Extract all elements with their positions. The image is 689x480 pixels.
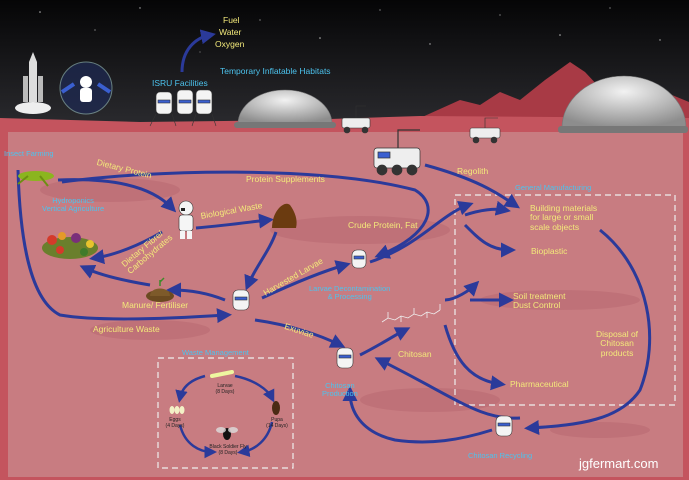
lifecycle-arrows: [175, 374, 275, 459]
label-larvae-processing-line2: & Processing: [327, 292, 372, 302]
habitat-dome-small: [234, 89, 336, 128]
label-soil-treatment: Soil treatment Dust Control: [513, 291, 566, 311]
label-disposal: Disposal of Chitosan products: [596, 329, 639, 358]
label-soil-treatment-line1: Soil treatment: [513, 291, 566, 301]
label-chitosan-recycling: Chitosan Recycling: [468, 451, 533, 460]
label-larvae-processing-line1: Larvae Decontamination: [309, 284, 391, 293]
label-water: Water: [219, 27, 242, 37]
label-building-materials: Building materials for large or small sc…: [530, 203, 598, 232]
label-disposal-line3: products: [600, 347, 634, 358]
label-agriculture-waste: Agriculture Waste: [93, 324, 160, 334]
label-hydroponics: Hydroponics Vertical Agriculture: [42, 196, 105, 214]
label-disposal-line2: Chitosan: [600, 338, 634, 349]
isru-output-arrow: [180, 29, 216, 73]
label-larvae-stage: Larvae (8 Days): [210, 383, 240, 396]
flow-arrows: [16, 163, 652, 444]
label-pupa-stage-days: (14 Days): [266, 422, 288, 429]
lifecycle-icons: [169, 370, 280, 440]
label-soil-treatment-line2: Dust Control: [513, 300, 561, 311]
label-building-materials-line3: scale objects: [530, 221, 580, 232]
label-bioplastic: Bioplastic: [531, 246, 568, 256]
label-larvae-stage-days: (8 Days): [215, 388, 235, 395]
rover-small: [341, 105, 371, 134]
manure-icon: [146, 277, 174, 302]
label-protein-supplements: Protein Supplements: [246, 174, 325, 184]
label-building-materials-line1: Building materials: [530, 203, 598, 213]
label-pupa-stage-name: Pupa: [271, 417, 283, 423]
grasshopper-icon: [17, 171, 54, 187]
label-regolith: Regolith: [457, 166, 489, 176]
label-eggs-stage-name: Eggs: [169, 417, 181, 423]
stars: [39, 7, 661, 53]
label-general-manufacturing: General Manufacturing: [515, 183, 592, 192]
label-fly-stage-name: Black Soldier Fly: [209, 444, 247, 450]
label-hydroponics-line1: Hydroponics: [52, 196, 94, 205]
label-disposal-line1: Disposal of: [596, 329, 639, 339]
label-fly-stage-days: (8 Days): [218, 449, 238, 456]
label-isru: ISRU Facilities: [152, 78, 208, 88]
label-hydroponics-line2: Vertical Agriculture: [42, 204, 105, 214]
label-crude-protein: Crude Protein, Fat: [348, 220, 418, 230]
facility-pods: [232, 249, 513, 437]
produce-icon: [42, 232, 98, 259]
label-insect-farming: Insect Farming: [4, 149, 54, 158]
label-pupa-stage: Pupa (14 Days): [262, 417, 292, 430]
rocket: [15, 52, 51, 114]
label-larvae-stage-name: Larvae: [217, 383, 233, 389]
label-manure: Manure/ Fertiliser: [122, 300, 189, 310]
label-chitosan-production: Chitosan Production: [322, 381, 358, 399]
astronaut-globe: [59, 61, 113, 115]
watermark: jgfermart.com: [579, 456, 659, 471]
label-waste-management: Waste Management: [182, 348, 249, 357]
chitosan-molecule: [381, 304, 441, 323]
label-habitats: Temporary Inflatable Habitats: [220, 66, 331, 76]
regolith-rover: [373, 129, 421, 176]
rover-right: [469, 117, 501, 144]
label-building-materials-line2: for large or small: [530, 212, 594, 223]
biological-waste-icon: [272, 203, 297, 228]
label-fuel: Fuel: [223, 15, 240, 25]
label-larvae-processing: Larvae Decontamination & Processing: [309, 284, 391, 302]
label-pharmaceutical: Pharmaceutical: [510, 379, 569, 389]
label-chitosan: Chitosan: [398, 349, 432, 359]
label-chitosan-production-line1: Chitosan: [325, 381, 355, 390]
label-chitosan-production-line2: Production: [322, 389, 358, 399]
general-manufacturing-box: [454, 194, 676, 406]
waste-management-box: [157, 357, 294, 469]
habitat-dome-large: [558, 75, 688, 133]
isru-facilities-icon: [149, 89, 217, 127]
label-eggs-stage-days: (4 Days): [165, 422, 185, 429]
label-eggs-stage: Eggs (4 Days): [160, 417, 190, 430]
panel-texture: [40, 178, 650, 438]
label-oxygen: Oxygen: [215, 39, 245, 49]
astronaut: [178, 200, 194, 239]
label-fly-stage: Black Soldier Fly (8 Days): [200, 444, 256, 457]
